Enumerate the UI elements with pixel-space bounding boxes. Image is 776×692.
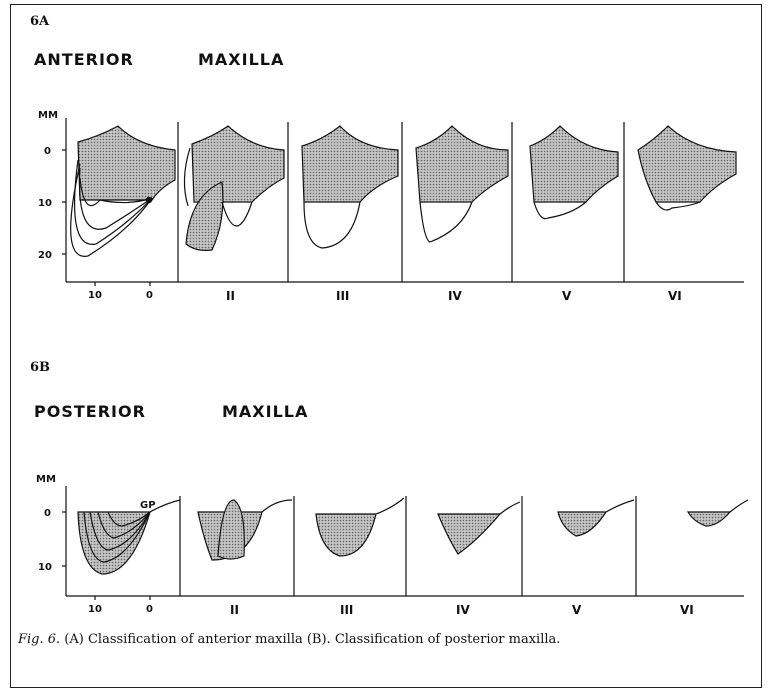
panel-a-class-iv-label: IV bbox=[448, 289, 462, 303]
figure-frame bbox=[10, 4, 762, 688]
panel-b-axes bbox=[62, 486, 744, 600]
panel-b-unit-label: MM bbox=[36, 474, 56, 485]
panel-b-gp-marker: GP bbox=[140, 500, 156, 511]
panel-a-xtick-10: 10 bbox=[88, 290, 102, 301]
posterior-class-v-shape bbox=[557, 499, 635, 537]
panel-b-class-iv-label: IV bbox=[456, 603, 470, 617]
panel-a-unit-label: MM bbox=[38, 110, 58, 121]
anterior-class-vi-shape bbox=[637, 125, 737, 211]
panel-b-class-v-label: V bbox=[572, 603, 582, 617]
panel-a-ytick-20: 20 bbox=[38, 250, 52, 261]
anterior-class-iv-shape bbox=[415, 125, 509, 243]
panel-a-class-vi-label: VI bbox=[668, 289, 682, 303]
panel-b-id: 6B bbox=[30, 360, 51, 375]
panel-a-class-ii-label: II bbox=[226, 289, 235, 303]
panel-a-axes bbox=[62, 118, 744, 286]
panel-a-ytick-0: 0 bbox=[44, 146, 51, 157]
panel-b-ytick-10: 10 bbox=[38, 562, 52, 573]
panel-b-xtick-10: 10 bbox=[88, 604, 102, 615]
panel-a-title-left: ANTERIOR bbox=[34, 50, 134, 69]
figure-caption: Fig. 6. (A) Classification of anterior m… bbox=[18, 632, 738, 647]
panel-a-xtick-0: 0 bbox=[146, 290, 153, 301]
posterior-class-vi-shape bbox=[686, 499, 749, 527]
panel-b-title-left: POSTERIOR bbox=[34, 402, 146, 421]
panel-b-class-vi-label: VI bbox=[680, 603, 694, 617]
posterior-class-ii-shape bbox=[197, 499, 293, 561]
panel-b-class-ii-label: II bbox=[230, 603, 239, 617]
panel-b-class-iii-label: III bbox=[340, 603, 353, 617]
panel-b-ytick-0: 0 bbox=[44, 508, 51, 519]
posterior-class-iv-shape bbox=[437, 501, 521, 555]
caption-text: (A) Classification of anterior maxilla (… bbox=[60, 632, 561, 647]
anterior-class-i-shape bbox=[70, 125, 176, 257]
anterior-class-iii-shape bbox=[301, 125, 399, 249]
caption-fig-label: Fig. 6. bbox=[18, 632, 61, 647]
panel-a-class-v-label: V bbox=[562, 289, 572, 303]
posterior-class-iii-shape bbox=[315, 497, 405, 557]
anterior-class-v-shape bbox=[529, 125, 619, 220]
panel-b-title-right: MAXILLA bbox=[222, 402, 309, 421]
anterior-class-ii-shape bbox=[183, 125, 285, 251]
panel-a-ytick-10: 10 bbox=[38, 198, 52, 209]
panel-a-class-iii-label: III bbox=[336, 289, 349, 303]
posterior-class-i-shape bbox=[77, 499, 181, 575]
panel-a-title-right: MAXILLA bbox=[198, 50, 285, 69]
panel-b-xtick-0: 0 bbox=[146, 604, 153, 615]
panel-a-id: 6A bbox=[30, 14, 50, 29]
